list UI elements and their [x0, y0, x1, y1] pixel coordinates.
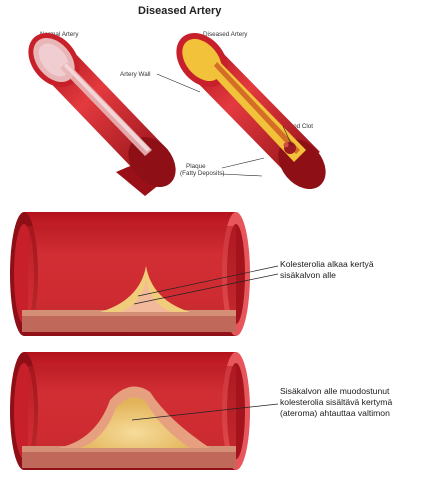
diseased-artery — [166, 23, 335, 198]
early-cholesterol-section — [10, 212, 250, 336]
normal-artery — [18, 23, 185, 196]
